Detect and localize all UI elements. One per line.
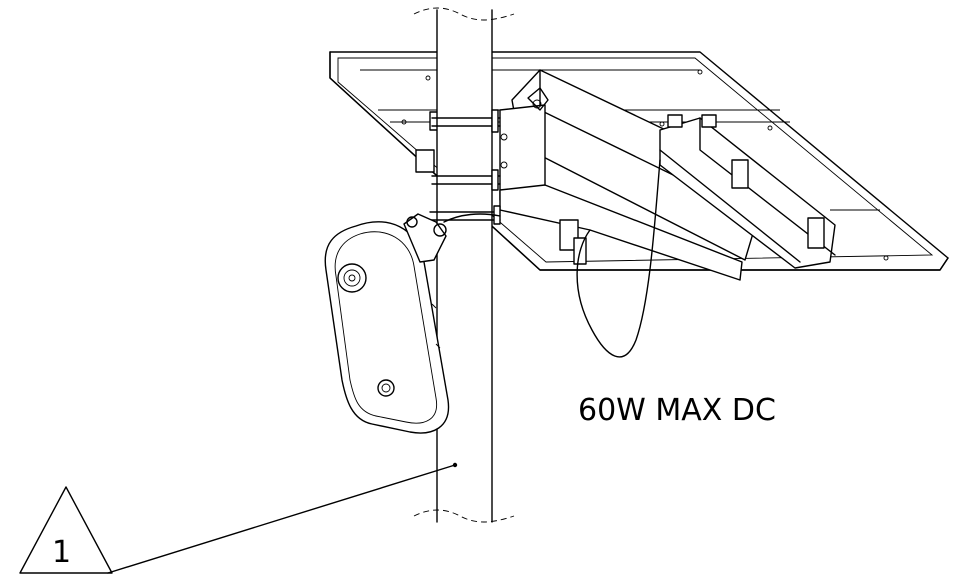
dc-cable bbox=[576, 159, 661, 358]
callout-label: 60W MAX DC bbox=[578, 393, 776, 428]
leader-line bbox=[107, 464, 456, 574]
item-marker: 1 bbox=[19, 464, 456, 574]
tilt-bracket bbox=[499, 69, 761, 281]
rail-clamps bbox=[415, 111, 836, 269]
swivel-mount bbox=[403, 213, 501, 263]
item-number: 1 bbox=[52, 535, 71, 570]
pole bbox=[413, 7, 515, 523]
